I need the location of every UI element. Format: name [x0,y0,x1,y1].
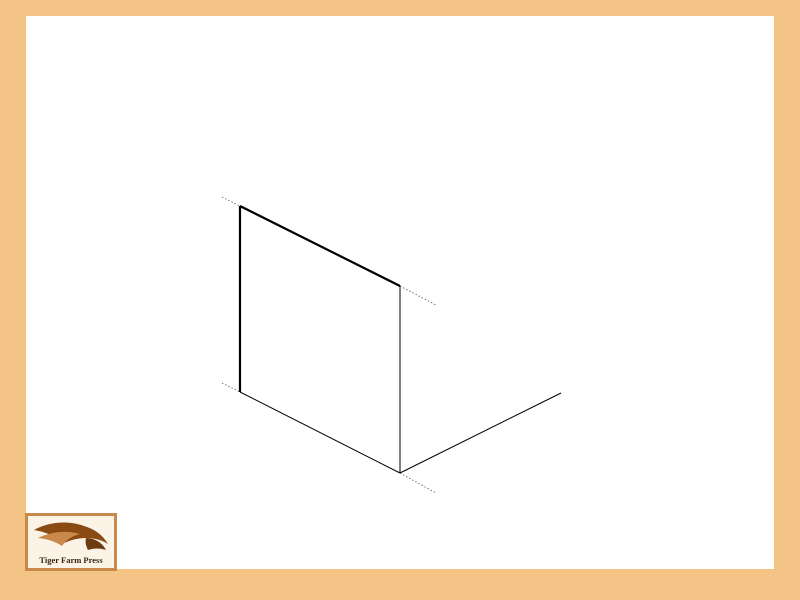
publisher-logo: Tiger Farm Press [25,513,117,571]
guide-line-top-right [399,285,437,306]
tiger-mark-icon [34,522,108,550]
isometric-drawing [221,196,562,494]
bottom-slanted-edge [239,391,401,474]
guide-line-bottom-left [221,382,241,393]
receding-edge [399,392,562,474]
logo-text: Tiger Farm Press [39,555,103,565]
guide-line-top-left [221,196,241,207]
guide-line-bottom-right [399,472,437,494]
logo-panel: Tiger Farm Press [28,516,114,568]
top-slanted-edge [239,205,401,287]
slide-canvas [26,16,774,569]
